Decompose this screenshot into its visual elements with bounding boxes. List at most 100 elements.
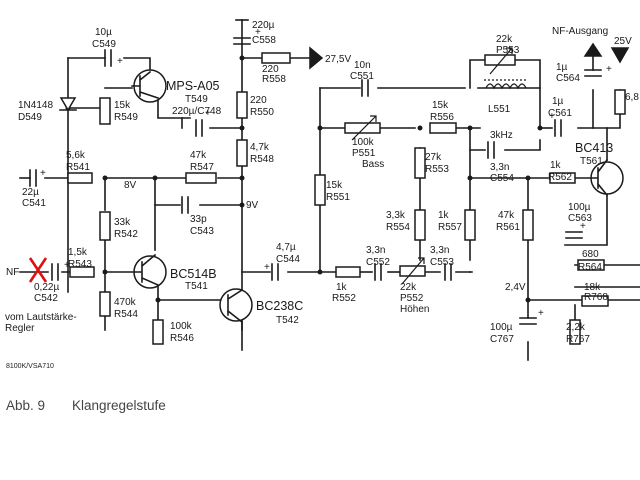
r558-ref: R558 [262, 74, 286, 85]
c558-value: 220µ [252, 20, 275, 31]
node-2v4: 2,4V [505, 282, 526, 293]
potentiometers [344, 47, 516, 285]
c541-ref: C541 [22, 198, 46, 209]
r767-value: 2,2k [566, 322, 586, 333]
c542-ref: C542 [34, 293, 58, 304]
c543-value: 33p [190, 214, 207, 225]
c561-ref: C561 [548, 108, 572, 119]
r548-value: 4,7k [250, 142, 270, 153]
svg-text:+: + [40, 168, 46, 179]
c563-ref: C563 [568, 213, 592, 224]
svg-text:+: + [205, 108, 211, 119]
p551-value: 100k [352, 137, 375, 148]
c563-value: 100µ [568, 202, 591, 213]
r544-value: 470k [114, 297, 137, 308]
drawing-code: 8100K/VSA710 [6, 363, 54, 370]
p553-value: 22k [496, 34, 513, 45]
r558-value: 220 [262, 64, 279, 75]
l551-value: 3kHz [490, 130, 513, 141]
c552-value: 3,3n [366, 245, 385, 256]
p552-name: Höhen [400, 304, 429, 315]
capacitor-symbols [19, 37, 602, 325]
c554-value: 3,3n [490, 162, 509, 173]
c544-value: 4,7µ [276, 242, 296, 253]
t541-type: BC514B [170, 267, 217, 281]
r544-ref: R544 [114, 309, 138, 320]
t561-type: BC413 [575, 141, 613, 155]
r564-value: 680 [582, 249, 599, 260]
svg-text:+: + [580, 221, 586, 232]
r553-value: 27k [425, 152, 442, 163]
transistor-t549 [131, 69, 167, 103]
nf-input: NF [6, 267, 19, 278]
r542-value: 33k [114, 217, 131, 228]
transistor-t561 [590, 158, 624, 197]
r556-ref: R556 [430, 112, 454, 123]
r562-ref: R562 [548, 172, 572, 183]
c767-value: 100µ [490, 322, 513, 333]
svg-text:+: + [264, 262, 270, 273]
r549-ref: R549 [114, 112, 138, 123]
p552-value: 22k [400, 282, 417, 293]
figure-title: Klangregelstufe [72, 398, 166, 413]
svg-text:+: + [117, 56, 123, 67]
r551-value: 15k [326, 180, 343, 191]
c554-ref: C554 [490, 173, 514, 184]
r549-value: 15k [114, 100, 131, 111]
c558-ref: C558 [252, 35, 276, 46]
t549-type: MPS-A05 [166, 79, 220, 93]
supply-25v: 25V [614, 36, 632, 47]
r546-value: 100k [170, 321, 193, 332]
c551-ref: C551 [350, 71, 374, 82]
rail-8v: 8V [124, 180, 137, 191]
p551-ref: P551 [352, 148, 376, 159]
c552-ref: C552 [366, 257, 390, 268]
r553-ref: R553 [425, 164, 449, 175]
c543-ref: C543 [190, 226, 214, 237]
polarity-marks: + + + + + + + + + + [40, 27, 612, 319]
r543-ref: R543 [68, 259, 92, 270]
r561-value: 47k [498, 210, 515, 221]
nf-output: NF-Ausgang [552, 26, 608, 37]
transistor-t542 [219, 288, 253, 324]
c748-value: 220µ/C748 [172, 106, 222, 117]
c549-ref: C549 [92, 39, 116, 50]
c544-ref: C544 [276, 254, 300, 265]
nf-input-note2: Regler [5, 323, 35, 334]
r556-value: 15k [432, 100, 449, 111]
r547-ref: R547 [190, 162, 214, 173]
r564-ref: R564 [578, 262, 602, 273]
svg-text:+: + [538, 308, 544, 319]
supply-symbols [235, 19, 630, 70]
supply-27v: 27,5V [325, 54, 351, 65]
r542-ref: R542 [114, 229, 138, 240]
c561-value: 1µ [552, 96, 564, 107]
c564-value: 1µ [556, 62, 568, 73]
r767-ref: R767 [566, 334, 590, 345]
c542-value: 0,22µ [34, 282, 59, 293]
c541-value: 22µ [22, 187, 39, 198]
r768-ref: R768 [584, 292, 608, 303]
t561-ref: T561 [580, 156, 603, 167]
c551-value: 10n [354, 60, 371, 71]
p553-ref: P553 [496, 45, 520, 56]
c553-value: 3,3n [430, 245, 449, 256]
nf-input-note: vom Lautstärke- [5, 312, 77, 323]
svg-text:+: + [255, 27, 261, 38]
r557-ref: R557 [438, 222, 462, 233]
r562-value: 1k [550, 160, 562, 171]
component-labels: 10µ C549 220µ C558 220 R558 27,5V MPS-A0… [5, 20, 639, 345]
c767-ref: C767 [490, 334, 514, 345]
r561-ref: R561 [496, 222, 520, 233]
svg-text:+: + [606, 64, 612, 75]
r547-value: 47k [190, 150, 207, 161]
c553-ref: C553 [430, 257, 454, 268]
c549-value: 10µ [95, 27, 112, 38]
transistor-t541 [133, 253, 167, 289]
rout-value: 6,8 [625, 92, 639, 103]
t541-ref: T541 [185, 281, 208, 292]
r554-value: 3,3k [386, 210, 406, 221]
junction-dots [65, 55, 543, 303]
r543-value: 1,5k [68, 247, 88, 258]
r546-ref: R546 [170, 333, 194, 344]
